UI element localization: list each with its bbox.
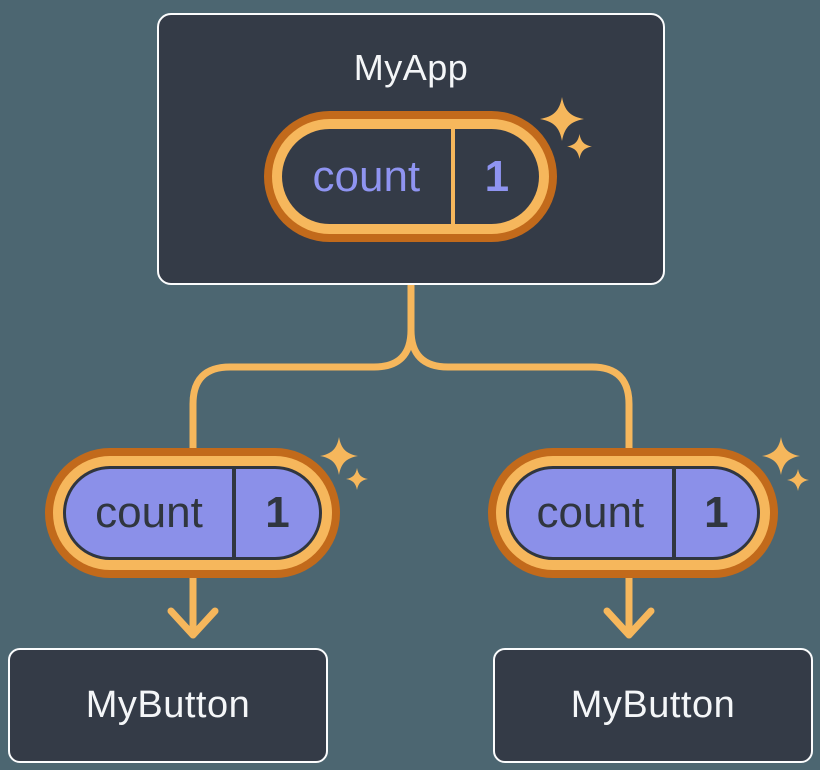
prop-pill-right: count 1 [488, 448, 778, 578]
pill-divider [450, 129, 455, 224]
sparkle-icon [567, 134, 592, 159]
sparkle-icon [346, 468, 368, 490]
prop-name: count [536, 488, 645, 537]
prop-pill-ring: count 1 [53, 456, 332, 570]
connector-right-branch [407, 282, 633, 636]
component-title: MyApp [353, 47, 469, 88]
prop-value: 1 [265, 488, 290, 537]
component-box-mybutton-right: MyButton [493, 648, 813, 763]
state-pill-ring: count 1 [272, 119, 549, 234]
state-pill-root: count 1 [264, 111, 557, 242]
component-box-mybutton-left: MyButton [8, 648, 328, 763]
component-title: MyButton [85, 684, 251, 726]
pill-divider [232, 469, 236, 557]
prop-pill-left: count 1 [45, 448, 340, 578]
arrowhead-left [167, 607, 219, 639]
connector-left-branch [189, 282, 415, 636]
state-value: 1 [484, 151, 510, 201]
component-title: MyButton [570, 684, 736, 726]
state-name: count [312, 151, 421, 201]
arrowhead-right [603, 607, 655, 639]
prop-pill-ring: count 1 [496, 456, 770, 570]
sparkle-icon [787, 469, 809, 491]
prop-value: 1 [704, 488, 729, 537]
pill-divider [671, 469, 676, 557]
prop-name: count [95, 488, 203, 537]
